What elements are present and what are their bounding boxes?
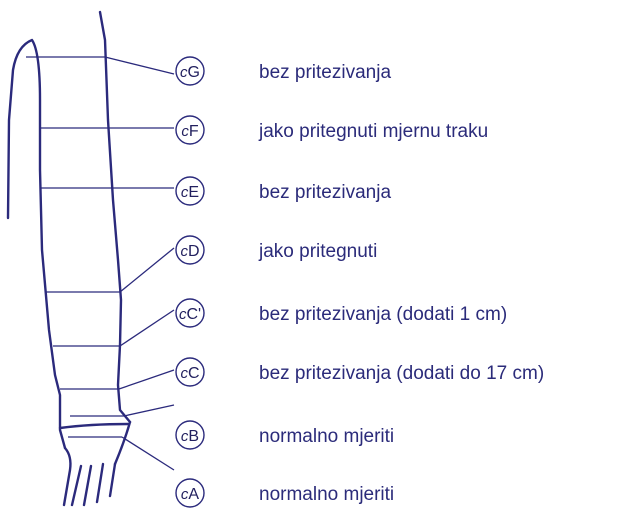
- marker-ce: cE: [175, 176, 205, 206]
- measurement-lines: [26, 56, 175, 471]
- measurement-labels: bez pritezivanja jako pritegnuti mjernu t…: [258, 62, 544, 505]
- marker-code: cG: [180, 64, 200, 81]
- instruction-label-ce: bez pritezivanja: [259, 182, 391, 203]
- marker-circle: [175, 298, 205, 328]
- instruction-label-cf: jako pritegnuti mjernu traku: [258, 121, 488, 142]
- palm: [58, 422, 130, 430]
- arm-outline: [6, 10, 132, 507]
- marker-circle: [175, 115, 205, 145]
- marker-circle: [175, 176, 205, 206]
- marker-code: cA: [181, 486, 200, 503]
- finger-3: [95, 462, 105, 504]
- marker-circle: [175, 478, 205, 508]
- marker-circle: [175, 357, 205, 387]
- finger-2: [82, 464, 93, 507]
- instruction-label-cc: bez pritezivanja (dodati do 17 cm): [259, 363, 544, 384]
- marker-cb: cB: [175, 420, 205, 450]
- instruction-label-cd: jako pritegnuti: [258, 241, 377, 262]
- thumb: [113, 420, 132, 466]
- finger-1: [70, 464, 83, 507]
- measurement-markers: cG cF cE cD cC' cC cB cA: [175, 56, 205, 508]
- marker-cf: cF: [175, 115, 205, 145]
- marker-cc-prime: cC': [175, 298, 205, 328]
- torso-edge: [98, 10, 132, 424]
- marker-code: cD: [180, 243, 199, 260]
- marker-code: cE: [181, 184, 199, 201]
- marker-cg: cG: [175, 56, 205, 86]
- finger-4: [108, 462, 117, 498]
- marker-cc: cC: [175, 357, 205, 387]
- marker-circle: [175, 420, 205, 450]
- marker-cd: cD: [175, 235, 205, 265]
- marker-circle: [175, 56, 205, 86]
- marker-code: cC: [180, 365, 199, 382]
- arm-outer-edge: [6, 38, 67, 450]
- marker-circle: [175, 235, 205, 265]
- marker-code: cF: [181, 123, 199, 140]
- instruction-label-cg: bez pritezivanja: [259, 62, 391, 83]
- instruction-label-ca: normalno mjeriti: [259, 484, 394, 505]
- instruction-label-cc-prime: bez pritezivanja (dodati 1 cm): [259, 304, 507, 325]
- instruction-label-cb: normalno mjeriti: [259, 426, 394, 447]
- marker-code: cC': [179, 306, 201, 323]
- hand: [62, 446, 72, 507]
- marker-code: cB: [181, 428, 199, 445]
- marker-ca: cA: [175, 478, 205, 508]
